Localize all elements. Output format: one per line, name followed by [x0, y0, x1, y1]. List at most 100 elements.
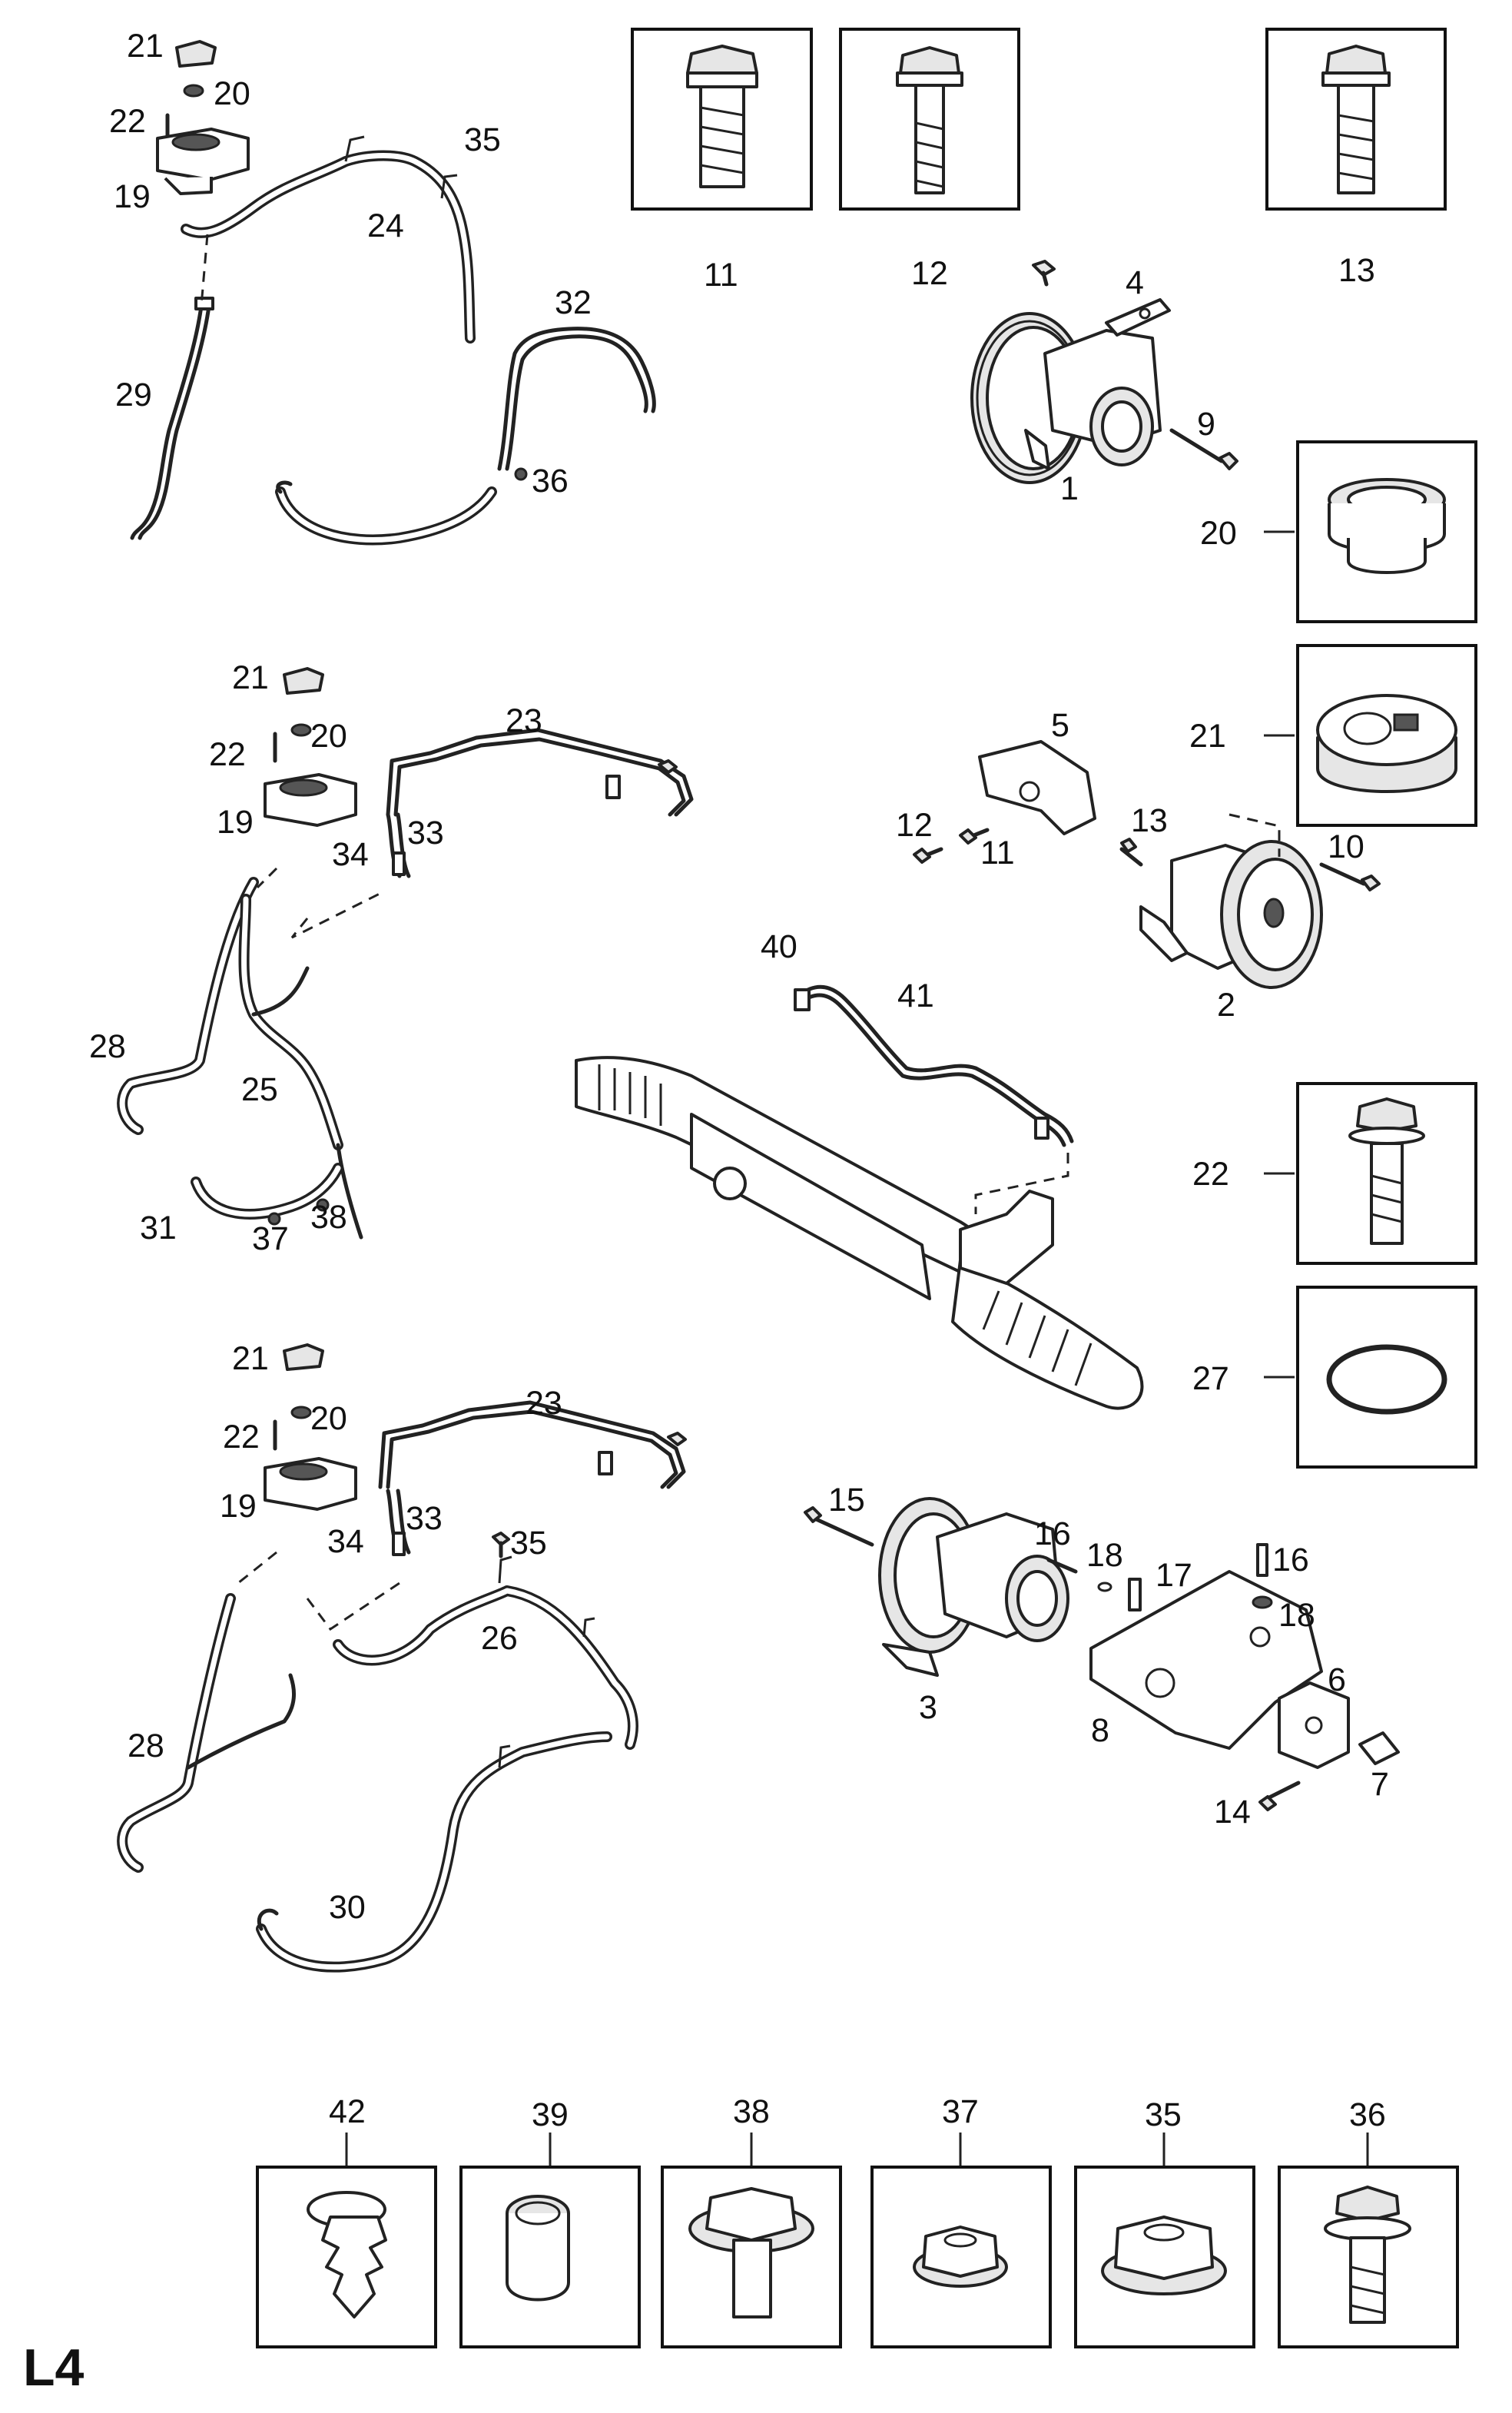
- callout-18: 18: [1278, 1597, 1315, 1634]
- callout-21: 21: [127, 28, 164, 65]
- callout-19: 19: [220, 1488, 257, 1525]
- bolt-15: [804, 1506, 874, 1547]
- connector-dash: [237, 1551, 400, 1631]
- callout-23: 23: [506, 702, 542, 739]
- callout-11: 11: [704, 257, 738, 294]
- steering-rack: [575, 1056, 1144, 1410]
- callout-28: 28: [89, 1028, 126, 1065]
- hose-32-36-top: [275, 327, 656, 546]
- callout-5: 5: [1051, 707, 1069, 744]
- block-6: [1278, 1681, 1350, 1769]
- bolt-box-13: [1265, 28, 1447, 211]
- callout-41: 41: [897, 977, 934, 1014]
- connector-dash: [200, 234, 209, 307]
- pipes-33-34-low: [386, 1489, 411, 1556]
- bolt-box-11: [631, 28, 813, 211]
- callout-22: 22: [209, 736, 246, 773]
- callout-2: 2: [1217, 987, 1235, 1024]
- callout-19: 19: [114, 178, 151, 215]
- pump-2: [1139, 840, 1323, 989]
- callout-13: 13: [1338, 252, 1375, 289]
- callout-4: 4: [1126, 264, 1144, 301]
- callout-29: 29: [115, 377, 152, 413]
- callout-35: 35: [464, 121, 501, 158]
- hose-30-low: [256, 1731, 612, 1973]
- callout-35: 35: [510, 1525, 547, 1562]
- detail-box-21: [1296, 644, 1477, 827]
- callout-33: 33: [407, 815, 444, 851]
- detail-box-27: [1296, 1286, 1477, 1469]
- callout-28: 28: [128, 1728, 164, 1764]
- callout-17: 17: [1156, 1557, 1192, 1594]
- callout-21: 21: [1189, 718, 1226, 755]
- reservoir-group-mid: [264, 667, 357, 827]
- callout-35: 35: [1145, 2096, 1182, 2133]
- pump-1: [970, 312, 1162, 484]
- callout-36: 36: [1349, 2096, 1386, 2133]
- hose-28-25-mid: [117, 877, 363, 1240]
- callout-18: 18: [1086, 1537, 1123, 1574]
- callout-1: 1: [1060, 470, 1079, 507]
- callout-12: 12: [911, 255, 948, 292]
- screw-top-pump: [1032, 260, 1056, 287]
- pipe-23-low: [378, 1400, 687, 1489]
- callout-30: 30: [329, 1889, 366, 1926]
- callout-16: 16: [1272, 1542, 1309, 1578]
- callout-19: 19: [217, 804, 254, 841]
- callout-23: 23: [526, 1385, 562, 1422]
- callout-6: 6: [1328, 1661, 1346, 1698]
- callout-20: 20: [310, 1400, 347, 1437]
- connector-dash: [256, 867, 385, 939]
- callout-40: 40: [761, 928, 797, 965]
- detail-box-37: [870, 2166, 1052, 2348]
- screw-35-low: [492, 1532, 510, 1558]
- callout-39: 39: [532, 2096, 569, 2133]
- detail-box-42: [256, 2166, 437, 2348]
- callout-33: 33: [406, 1500, 443, 1537]
- detail-box-38: [661, 2166, 842, 2348]
- callout-31: 31: [140, 1210, 177, 1246]
- callout-labels: 21 20 22 35 19 24 32 29 36 11 12 13 4 9 …: [89, 28, 1389, 2133]
- bracket-4: [1105, 298, 1171, 337]
- callout-3: 3: [919, 1689, 937, 1726]
- hose-26-low: [333, 1555, 638, 1750]
- callout-20: 20: [214, 75, 250, 112]
- bolt-10: [1319, 862, 1381, 891]
- callout-38: 38: [733, 2093, 770, 2130]
- detail-box-20: [1296, 440, 1477, 623]
- pins-16-17-18: [1046, 1543, 1273, 1611]
- callout-34: 34: [332, 836, 369, 873]
- detail-box-36: [1278, 2166, 1459, 2348]
- callout-26: 26: [481, 1620, 518, 1657]
- callout-7: 7: [1371, 1766, 1389, 1803]
- callout-24: 24: [367, 207, 404, 244]
- callout-16: 16: [1034, 1515, 1071, 1552]
- detail-box-22: [1296, 1082, 1477, 1265]
- reservoir-group-low: [264, 1343, 357, 1511]
- callout-38: 38: [310, 1199, 347, 1236]
- callout-37: 37: [252, 1220, 289, 1257]
- reservoir-group-top: [156, 40, 250, 195]
- hose-24-top: [181, 135, 476, 344]
- callout-15: 15: [828, 1482, 865, 1518]
- detail-box-39: [459, 2166, 641, 2348]
- callout-12: 12: [896, 807, 933, 844]
- callout-20: 20: [1200, 515, 1237, 552]
- callout-10: 10: [1328, 828, 1364, 865]
- hose-28-low: [117, 1593, 296, 1873]
- bolt-box-12: [839, 28, 1020, 211]
- callout-21: 21: [232, 1340, 269, 1377]
- bracket-8: [1089, 1570, 1323, 1750]
- callout-13: 13: [1131, 802, 1168, 839]
- pipes-33-34-mid: [386, 812, 411, 878]
- callout-42: 42: [329, 2093, 366, 2130]
- callout-32: 32: [555, 284, 592, 321]
- pipes-40-41: [794, 984, 1074, 1147]
- bolt-9: [1169, 428, 1238, 470]
- callout-37: 37: [942, 2093, 979, 2130]
- sleeve-7: [1358, 1731, 1400, 1765]
- pipe-23-mid: [386, 728, 694, 817]
- callout-9: 9: [1197, 406, 1215, 443]
- callout-34: 34: [327, 1523, 364, 1560]
